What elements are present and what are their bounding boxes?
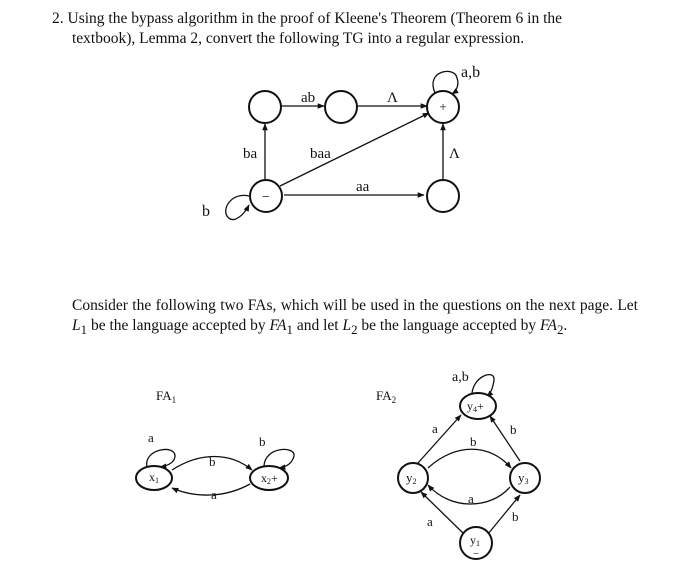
fa2-state-y2-label: y2 xyxy=(406,470,417,486)
fa1-state-x2-label: x2+ xyxy=(261,471,278,486)
fa1-title: FA1 xyxy=(156,388,176,405)
fa2-state-y3-label: y3 xyxy=(518,470,529,486)
fa2-diagram: FA2 y4+ y2 y3 y1 − a,b a b b a a b xyxy=(376,370,541,560)
fa2-label-y1-to-y3: b xyxy=(512,509,519,524)
fa2-reference: FA xyxy=(540,317,557,334)
fa2-title: FA2 xyxy=(376,388,396,405)
fa2-label-y3-to-y4: b xyxy=(510,422,517,437)
tg-label-loop-start: b xyxy=(202,203,210,220)
tg-label-ba: ba xyxy=(243,146,258,162)
fa1-state-x2 xyxy=(249,465,289,491)
fa2-label-y2-to-y4: a xyxy=(432,421,438,436)
fa2-edge-y1-to-y3 xyxy=(487,494,521,535)
fa2-label-y3-to-y2: a xyxy=(468,491,474,506)
tg-label-ab: ab xyxy=(301,90,315,106)
l1-subscript: 1 xyxy=(80,322,88,338)
question-line-2: textbook), Lemma 2, convert the followin… xyxy=(72,30,525,47)
tg-state-top-middle xyxy=(324,90,358,124)
fa1-label-x1-to-x2: b xyxy=(209,454,216,469)
consider-text-e: . xyxy=(563,317,568,334)
l2-subscript: 2 xyxy=(351,322,358,338)
fa2-label-loop-y4: a,b xyxy=(452,370,469,385)
fa1-label-loop-x1: a xyxy=(148,430,154,445)
fa1-state-x1-start-mark: − xyxy=(151,485,157,497)
consider-text-b: be the language accepted by xyxy=(87,317,270,334)
fa2-reference-subscript: 2 xyxy=(556,322,564,338)
fa2-state-y3 xyxy=(509,462,541,494)
fa2-state-y1-label: y1 xyxy=(470,533,480,548)
tg-state-bottom-right xyxy=(426,179,460,213)
question-line-1: 2. Using the bypass algorithm in the pro… xyxy=(52,10,563,27)
fa2-edge-y3-to-y4 xyxy=(489,415,521,462)
tg-state-top-left xyxy=(248,90,282,124)
tg-edge-baa xyxy=(279,112,430,187)
consider-text-d: be the language accepted by xyxy=(357,317,540,334)
l2-symbol: L xyxy=(342,317,352,334)
fa1-reference-subscript: 1 xyxy=(286,322,293,338)
tg-final-mark: + xyxy=(439,99,446,114)
fa2-state-y1-start-mark: − xyxy=(473,548,479,560)
fa2-state-y4-label: y4+ xyxy=(467,399,484,414)
tg-label-baa: baa xyxy=(310,146,331,162)
consider-paragraph: Consider the following two FAs, which wi… xyxy=(72,296,638,340)
fa1-label-loop-x2: b xyxy=(259,434,266,449)
tg-label-lambda-right: Λ xyxy=(449,146,460,162)
fa1-loop-x1 xyxy=(146,448,176,469)
tg-state-start xyxy=(249,179,283,213)
tg-label-aa: aa xyxy=(356,179,370,195)
fa1-reference: FA xyxy=(269,317,287,334)
fa1-state-x1-label: x1 xyxy=(149,470,159,485)
fa1-loop-x2 xyxy=(263,448,295,470)
fa2-state-y1 xyxy=(459,526,493,560)
l1-symbol: L xyxy=(72,317,81,334)
fa2-edge-y2-to-y4 xyxy=(417,414,462,464)
fa2-state-y4 xyxy=(459,392,497,420)
fa1-state-x1 xyxy=(135,465,173,491)
tg-label-lambda-top: Λ xyxy=(387,90,398,106)
fa2-edge-y2-to-y3 xyxy=(427,448,512,469)
transition-graph: + − ab Λ a,b ba baa Λ aa b xyxy=(202,64,480,221)
fa2-loop-y4 xyxy=(471,374,495,399)
tg-loop-start xyxy=(225,194,250,221)
fa2-state-y2 xyxy=(397,462,429,494)
fa1-diagram: FA1 x1 − x2+ a b a b xyxy=(135,388,295,502)
tg-start-mark: − xyxy=(262,190,270,205)
fa1-label-x2-to-x1: a xyxy=(211,487,217,502)
tg-label-loop-final: a,b xyxy=(461,64,480,81)
fa2-label-y1-to-y2: a xyxy=(427,514,433,529)
fa2-edge-y1-to-y2 xyxy=(420,491,465,535)
consider-text-c: and let xyxy=(292,317,343,334)
tg-loop-final xyxy=(432,70,459,95)
fa2-label-y2-to-y3: b xyxy=(470,434,477,449)
consider-text-a: Consider the following two FAs, which wi… xyxy=(72,297,638,314)
fa1-edge-x2-to-x1 xyxy=(171,483,251,496)
fa1-edge-x1-to-x2 xyxy=(171,455,253,471)
fa2-edge-y3-to-y2 xyxy=(427,484,511,505)
tg-state-final xyxy=(426,90,460,124)
